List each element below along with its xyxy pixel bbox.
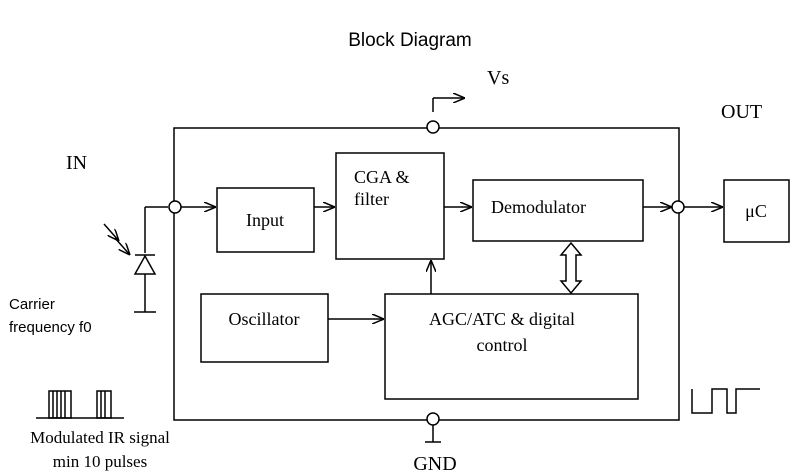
vs-pin: [426, 98, 465, 134]
demodulator-block: [472, 179, 644, 242]
carrier-label-line1: Carrier: [9, 296, 55, 313]
oscillator-block: [200, 293, 329, 363]
ir-pulse-bursts-icon: [36, 390, 124, 419]
input-label: Input: [246, 210, 284, 230]
agc-atc-block: [384, 293, 639, 400]
vs-label: Vs: [487, 67, 509, 89]
cga-filter-block: [335, 152, 445, 260]
out-label: OUT: [721, 101, 762, 123]
agc-label-line2: control: [477, 335, 528, 355]
carrier-label-line2: frequency f0: [9, 319, 92, 336]
signal-label-line2: min 10 pulses: [53, 452, 147, 471]
gnd-pin: [425, 412, 441, 443]
in-label: IN: [66, 152, 87, 174]
output-waveform-icon: [691, 388, 760, 414]
gnd-label: GND: [413, 453, 456, 475]
oscillator-label: Oscillator: [229, 309, 300, 329]
photodiode: [133, 206, 168, 313]
mcu-label: μC: [745, 201, 767, 221]
diagram-title: Block Diagram: [348, 30, 472, 51]
input-block: [216, 187, 315, 253]
signal-label-line1: Modulated IR signal: [30, 428, 170, 447]
bidirectional-arrow: [559, 241, 583, 295]
out-pin: [671, 200, 685, 214]
in-pin: [168, 200, 182, 214]
demodulator-label: Demodulator: [491, 197, 586, 217]
agc-label-line1: AGC/ATC & digital: [429, 309, 575, 329]
light-rays-icon: [103, 223, 130, 255]
cga-label-line1: CGA &: [354, 167, 410, 187]
mcu-block: [723, 179, 790, 243]
cga-label-line2: filter: [354, 189, 389, 209]
